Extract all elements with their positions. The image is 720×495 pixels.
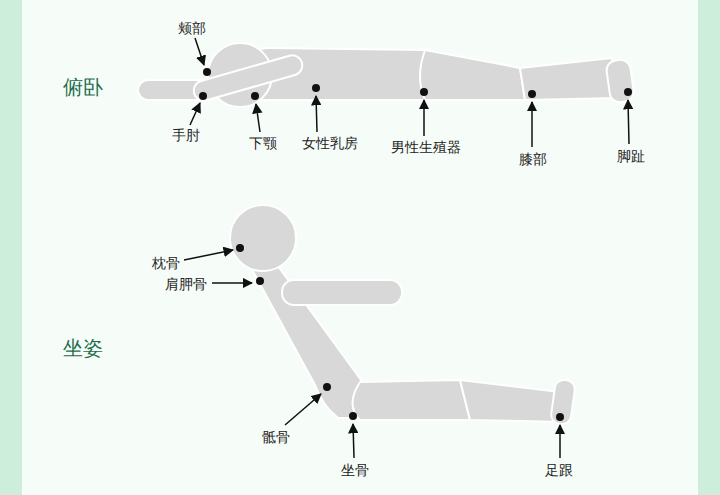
body-part-label: 手肘 [172, 127, 200, 144]
body-part-label: 脚趾 [617, 148, 645, 165]
body-part-label: 肩胛骨 [165, 276, 207, 293]
body-part-label: 颊部 [178, 20, 206, 37]
body-part-label: 女性乳房 [302, 135, 358, 152]
body-part-label: 坐骨 [341, 462, 369, 479]
body-part-label: 足跟 [545, 462, 573, 479]
body-part-label: 男性生殖器 [391, 139, 461, 156]
body-part-label: 骶骨 [262, 429, 290, 446]
body-part-label: 膝部 [519, 151, 547, 168]
section-heading: 坐姿 [63, 336, 103, 360]
body-part-label: 下颚 [249, 135, 277, 152]
section-heading: 俯卧 [63, 75, 103, 99]
body-part-label: 枕骨 [152, 255, 180, 272]
